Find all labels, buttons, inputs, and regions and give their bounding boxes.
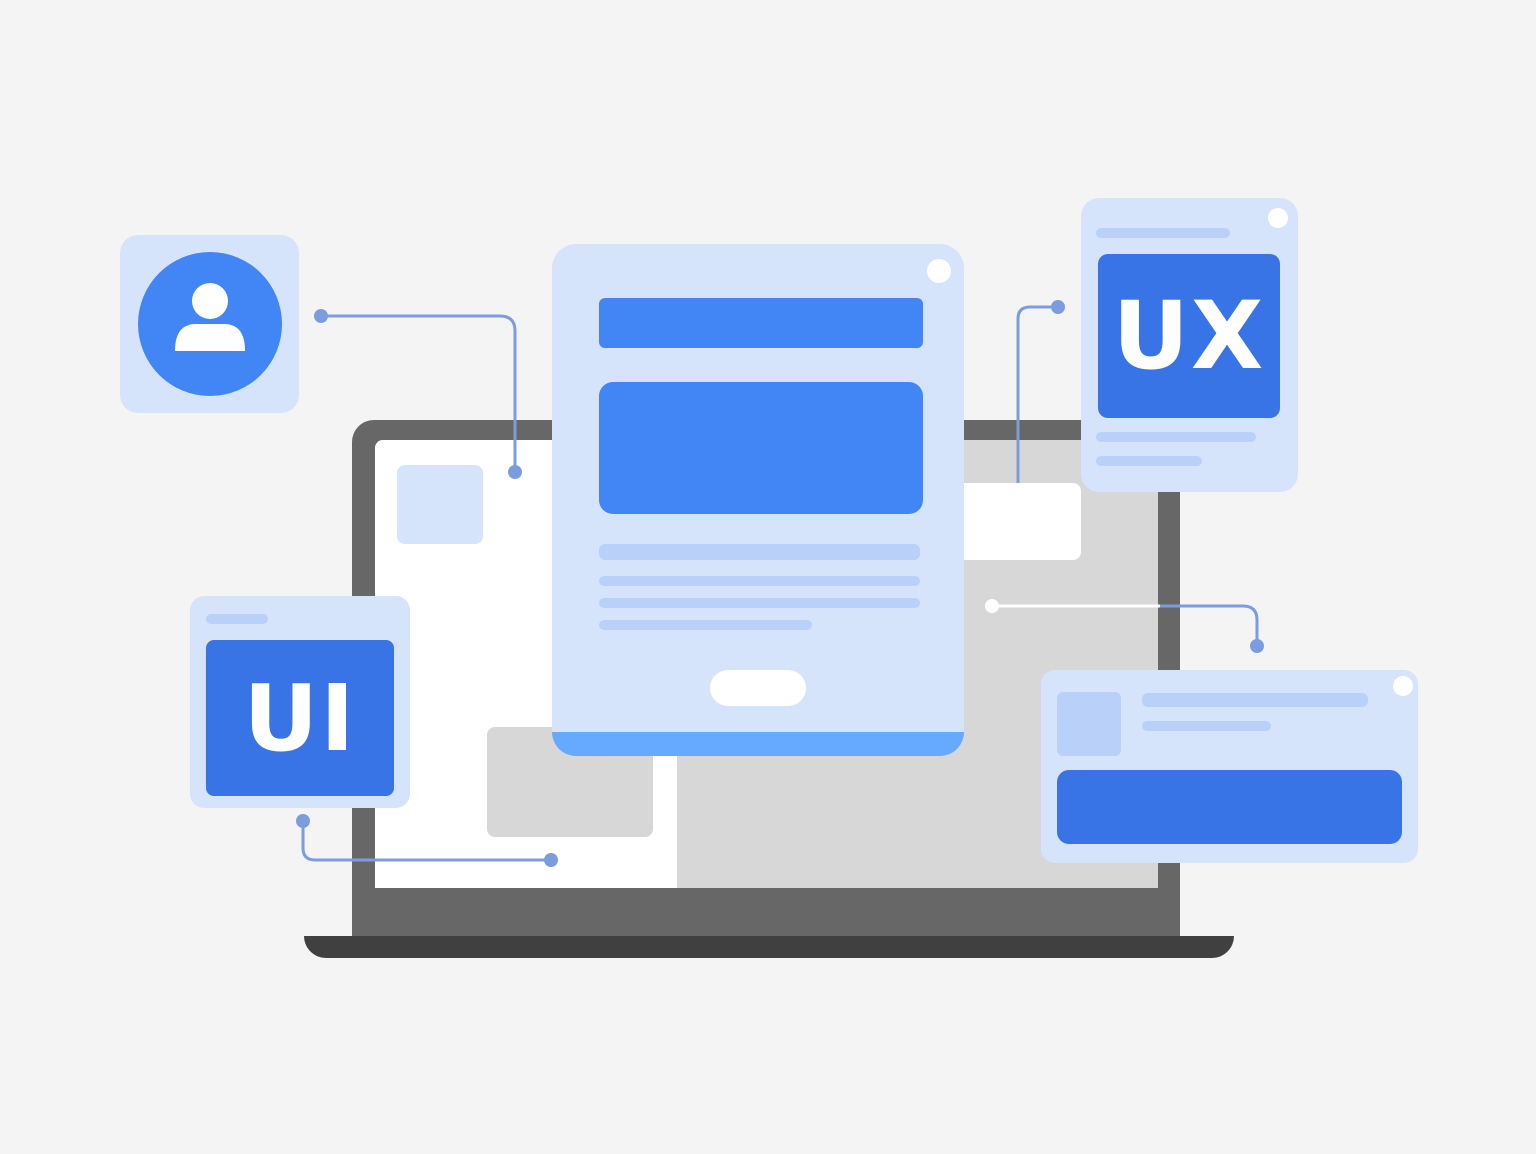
list-item-action-button[interactable] — [1057, 770, 1402, 844]
ui-card: UI — [190, 596, 410, 808]
main-form-card — [552, 244, 964, 756]
ux-badge — [1098, 254, 1280, 418]
screen-thumbnail — [397, 465, 483, 544]
form-text-line — [599, 598, 920, 608]
screen-white-block — [945, 483, 1081, 560]
connector-dot — [296, 814, 310, 828]
ux-label: UX — [1112, 281, 1266, 391]
ui-label: UI — [243, 664, 357, 772]
list-item-thumbnail — [1057, 692, 1121, 756]
form-submit-button[interactable] — [710, 670, 806, 706]
ui-badge — [206, 640, 394, 796]
list-item-text-line — [1142, 721, 1271, 731]
list-item-card — [1041, 670, 1418, 863]
form-text-line — [599, 576, 920, 586]
ux-card: UX — [1081, 198, 1298, 492]
ux-text-line — [1096, 456, 1202, 466]
form-header-bar — [599, 298, 923, 348]
connector-dot — [1051, 300, 1065, 314]
connector-dot — [314, 309, 328, 323]
window-dot — [1393, 676, 1413, 696]
ux-text-line — [1096, 432, 1256, 442]
ux-title-line — [1096, 228, 1230, 238]
window-dot — [1268, 208, 1288, 228]
profile-card — [120, 235, 299, 413]
form-bottom-accent — [552, 732, 964, 756]
form-text-line — [599, 620, 812, 630]
list-item-title-line — [1142, 693, 1368, 707]
user-avatar-icon — [138, 252, 282, 396]
form-text-line — [599, 544, 920, 560]
laptop-base — [304, 936, 1234, 958]
ui-title-line — [206, 614, 268, 624]
form-image-block — [599, 382, 923, 514]
window-dot — [927, 259, 951, 283]
connector-dot — [1250, 639, 1264, 653]
